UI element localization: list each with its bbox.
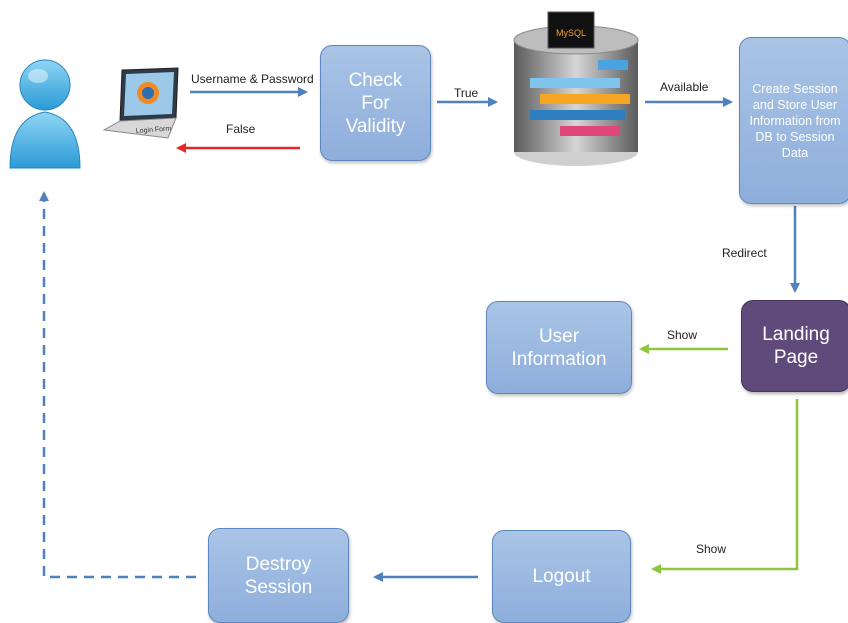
landing-page-box: Landing Page [741, 300, 848, 392]
user-information-label: User Information [511, 325, 607, 370]
db-caption: MySQL [556, 28, 586, 38]
user-icon [9, 59, 81, 169]
create-session-label: Create Session and Store User Informatio… [749, 81, 841, 160]
show-logout-arrow [651, 399, 799, 574]
check-validity-label: Check For Validity [345, 69, 406, 137]
edge-label-redirect: Redirect [722, 246, 767, 260]
destroy-session-box: Destroy Session [208, 528, 349, 623]
return-dashed-arrow [39, 191, 196, 579]
landing-page-label: Landing Page [762, 324, 830, 368]
database-icon: MySQL [513, 11, 639, 166]
check-validity-box: Check For Validity [320, 45, 431, 161]
edge-label-show-logout: Show [696, 542, 727, 556]
edge-label-available: Available [660, 80, 709, 94]
create-session-box: Create Session and Store User Informatio… [739, 37, 848, 204]
edge-label-credentials: Username & Password [191, 72, 314, 86]
logout-label: Logout [532, 566, 591, 587]
destroy-session-label: Destroy Session [244, 553, 313, 598]
user-information-box: User Information [486, 301, 632, 394]
laptop-icon: Login Form [102, 67, 179, 139]
laptop-caption: Login Form [136, 126, 172, 135]
edge-label-show-info: Show [667, 328, 698, 342]
logout-box: Logout [492, 530, 631, 623]
edge-label-false: False [226, 122, 256, 136]
edge-label-true: True [454, 86, 479, 100]
